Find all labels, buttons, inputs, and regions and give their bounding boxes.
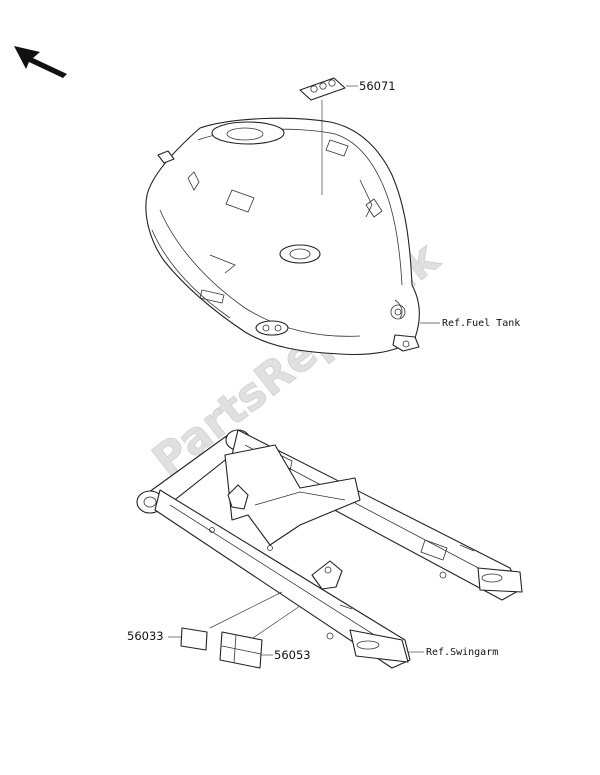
- fuel-tank[interactable]: [145, 117, 420, 355]
- gear-icon: [390, 304, 406, 320]
- part-number-56053: 56053: [274, 648, 311, 662]
- swingarm[interactable]: [136, 429, 523, 669]
- label-56053[interactable]: 56053: [219, 631, 311, 669]
- part-number-56071: 56071: [359, 79, 396, 93]
- ref-fuel-tank: Ref.Fuel Tank: [442, 318, 520, 329]
- part-number-56033: 56033: [127, 629, 164, 643]
- label-56033[interactable]: 56033: [127, 627, 208, 651]
- direction-arrow-icon: [14, 46, 67, 78]
- ref-swingarm: Ref.Swingarm: [426, 647, 498, 658]
- label-56071[interactable]: 56071: [299, 77, 396, 195]
